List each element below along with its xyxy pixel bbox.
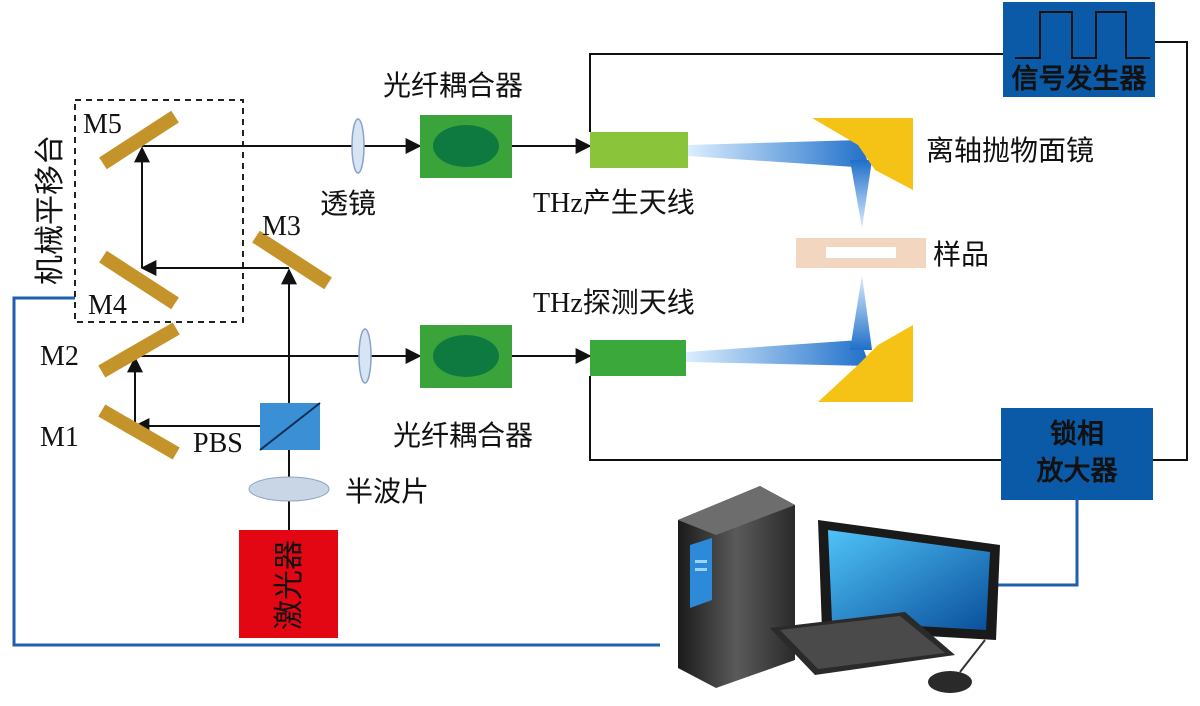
thz-beam-focus-top: [850, 160, 872, 228]
mirror-m3: [252, 230, 332, 290]
m5-label: M5: [83, 109, 122, 140]
translation-stage-box: [74, 99, 244, 323]
signal-generator-cable: [589, 53, 1003, 132]
detector-to-lockin-cable: [589, 376, 1001, 461]
lockin-label-line1: 锁相: [1050, 418, 1104, 449]
half-wave-plate: [248, 476, 330, 502]
signal-generator-label: 信号发生器: [1012, 63, 1148, 94]
thz-detector-label: THz探测天线: [533, 287, 695, 319]
laser: [239, 530, 338, 638]
sample: [796, 238, 926, 268]
parabolic-mirror-top: [812, 118, 913, 190]
lockin-label-line2: 放大器: [1036, 455, 1119, 486]
lockin-amplifier: 锁相 放大器: [1001, 408, 1153, 500]
m1-label: M1: [40, 422, 79, 453]
m3-label: M3: [262, 211, 301, 242]
thz-detector: [590, 340, 686, 376]
sample-label: 样品: [933, 239, 989, 271]
fiber-coupler-bottom: [420, 325, 512, 388]
laser-label: 激光器: [273, 540, 306, 630]
lens-label: 透镜: [320, 188, 376, 220]
mirror-m4: [99, 250, 179, 310]
mirror-m1: [98, 404, 180, 460]
stage-control-cable: [12, 296, 660, 647]
off-axis-mirror-label: 离轴抛物面镜: [926, 135, 1094, 167]
lens-top: [351, 118, 365, 174]
mirror-m2: [98, 322, 180, 378]
parabolic-mirror-bottom: [818, 325, 913, 402]
lockin-to-computer-cable: [985, 500, 1079, 587]
signal-generator: 信号发生器: [1003, 2, 1155, 97]
mirror-m5: [99, 110, 179, 170]
m2-label: M2: [40, 341, 79, 372]
thz-beam-emitter: [688, 140, 870, 168]
lens-bottom: [358, 328, 372, 384]
thz-emitter-label: THz产生天线: [533, 187, 695, 219]
thz-beam-detector: [686, 340, 870, 366]
m4-label: M4: [88, 290, 127, 321]
fiber-coupler-top: [420, 115, 512, 178]
signal-generator-ref-cable: [1153, 41, 1188, 461]
thz-emitter: [590, 132, 688, 168]
thz-beam-focus-bottom: [850, 275, 872, 350]
coupler-top-label: 光纤耦合器: [383, 70, 523, 102]
desktop-computer-icon: [678, 486, 1000, 693]
pbs-label: PBS: [193, 428, 243, 459]
mouse: [928, 671, 972, 693]
translation-stage-label: 机械平移台: [34, 135, 67, 285]
pbs-cube: [259, 402, 321, 451]
half-wave-plate-label: 半波片: [345, 476, 429, 508]
coupler-bottom-label: 光纤耦合器: [393, 420, 533, 452]
square-pulse-icon: [1015, 11, 1150, 59]
